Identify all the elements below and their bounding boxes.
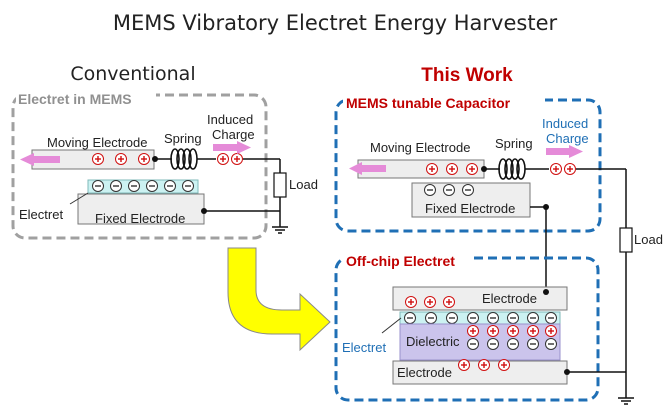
minus-charge-icon	[461, 183, 475, 197]
top-electrode-label: Electrode	[482, 291, 537, 306]
charge-label-2: Charge	[546, 131, 589, 146]
plus-charge-icon	[549, 162, 563, 176]
spring-icon	[498, 158, 526, 180]
plus-charge-icon	[114, 152, 128, 166]
plus-charge-icon	[506, 324, 520, 338]
spring-label: Spring	[164, 131, 202, 146]
plus-charge-icon	[91, 152, 105, 166]
right-arrow-icon	[546, 145, 583, 158]
electret-in-mems-label: Electret in MEMS	[18, 91, 132, 107]
minus-charge-icon	[127, 179, 141, 193]
ground-icon	[618, 397, 634, 405]
left-arrow-icon	[349, 162, 386, 175]
charge-label: Charge	[212, 127, 255, 142]
minus-charge-icon	[91, 179, 105, 193]
plus-charge-icon	[486, 324, 500, 338]
fixed-electrode	[77, 193, 205, 225]
induced-label-2: Induced	[542, 116, 588, 131]
load-resistor-2	[619, 227, 633, 253]
minus-charge-icon	[163, 179, 177, 193]
fixed-electrode-label-2: Fixed Electrode	[425, 201, 515, 216]
moving-electrode-label: Moving Electrode	[47, 135, 147, 150]
electret-label: Electret	[19, 207, 63, 222]
minus-charge-icon	[466, 311, 480, 325]
minus-charge-icon	[145, 179, 159, 193]
load-label-2: Load	[634, 232, 663, 247]
this-work-heading: This Work	[421, 65, 513, 86]
plus-charge-icon	[466, 324, 480, 338]
plus-charge-icon	[497, 358, 511, 372]
plus-charge-icon	[563, 162, 577, 176]
minus-charge-icon	[424, 311, 438, 325]
junction-dot	[543, 289, 549, 295]
diagram-title: MEMS Vibratory Electret Energy Harvester	[113, 11, 558, 35]
minus-charge-icon	[544, 311, 558, 325]
plus-charge-icon	[477, 358, 491, 372]
minus-charge-icon	[506, 337, 520, 351]
minus-charge-icon	[526, 311, 540, 325]
offchip-electret-label: Off-chip Electret	[346, 253, 455, 269]
minus-charge-icon	[442, 183, 456, 197]
minus-charge-icon	[506, 311, 520, 325]
mems-capacitor-label: MEMS tunable Capacitor	[346, 95, 511, 111]
minus-charge-icon	[486, 337, 500, 351]
plus-charge-icon	[445, 162, 459, 176]
minus-charge-icon	[445, 311, 459, 325]
plus-charge-icon	[526, 324, 540, 338]
minus-charge-icon	[486, 311, 500, 325]
plus-charge-icon	[544, 324, 558, 338]
box-label-bg	[343, 252, 473, 268]
plus-charge-icon	[216, 152, 230, 166]
right-arrow-icon	[213, 141, 251, 154]
minus-charge-icon	[423, 183, 437, 197]
spring-label-2: Spring	[495, 136, 533, 151]
load-resistor	[273, 172, 287, 198]
electret-layer	[87, 179, 199, 194]
fixed-electrode-label: Fixed Electrode	[95, 211, 185, 226]
transition-arrow-icon	[227, 247, 331, 352]
moving-electrode-label-2: Moving Electrode	[370, 140, 470, 155]
minus-charge-icon	[526, 337, 540, 351]
plus-charge-icon	[465, 162, 479, 176]
plus-charge-icon	[423, 295, 437, 309]
minus-charge-icon	[181, 179, 195, 193]
bottom-electrode-label: Electrode	[397, 365, 452, 380]
plus-charge-icon	[457, 358, 471, 372]
offchip-electret-text: Electret	[342, 340, 386, 355]
left-arrow-icon	[20, 153, 60, 166]
plus-charge-icon	[442, 295, 456, 309]
box-label-bg	[343, 94, 545, 110]
dielectric-label: Dielectric	[406, 334, 460, 349]
box-label-bg	[16, 90, 156, 106]
minus-charge-icon	[544, 337, 558, 351]
minus-charge-icon	[403, 311, 417, 325]
induced-label: Induced	[207, 112, 253, 127]
plus-charge-icon	[425, 162, 439, 176]
ground-icon	[272, 226, 288, 234]
conventional-heading: Conventional	[70, 63, 195, 85]
minus-charge-icon	[466, 337, 480, 351]
plus-charge-icon	[137, 152, 151, 166]
load-label: Load	[289, 177, 318, 192]
spring-icon	[170, 148, 198, 170]
plus-charge-icon	[404, 295, 418, 309]
minus-charge-icon	[109, 179, 123, 193]
top-electrode	[392, 286, 568, 311]
plus-charge-icon	[230, 152, 244, 166]
